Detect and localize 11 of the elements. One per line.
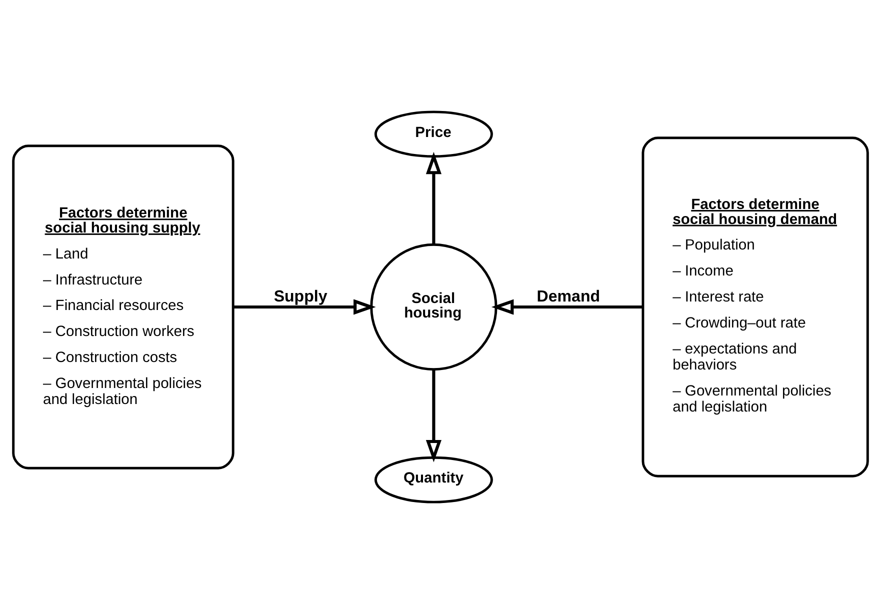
arrow: [491, 299, 643, 315]
arrow: [234, 299, 376, 315]
node-box: Factors determine social housing demand – Population – Income – Interest rate – Crowding–out rate – expectations and behaviors – Governmental policies and legislation: [642, 136, 869, 478]
node-circle: Social housing: [370, 243, 498, 371]
edge-label: Demand: [536, 287, 600, 306]
arrow: [426, 152, 442, 245]
node-box: Factors determine social housing supply – Land – Infrastructure – Financial resources – Construction workers – Construction costs – Governmental policies and legislation: [12, 144, 234, 470]
edge-label: Supply: [274, 287, 328, 306]
node-ellipse: Price: [374, 110, 493, 158]
node-ellipse: Quantity: [374, 456, 493, 504]
arrow: [426, 370, 442, 462]
